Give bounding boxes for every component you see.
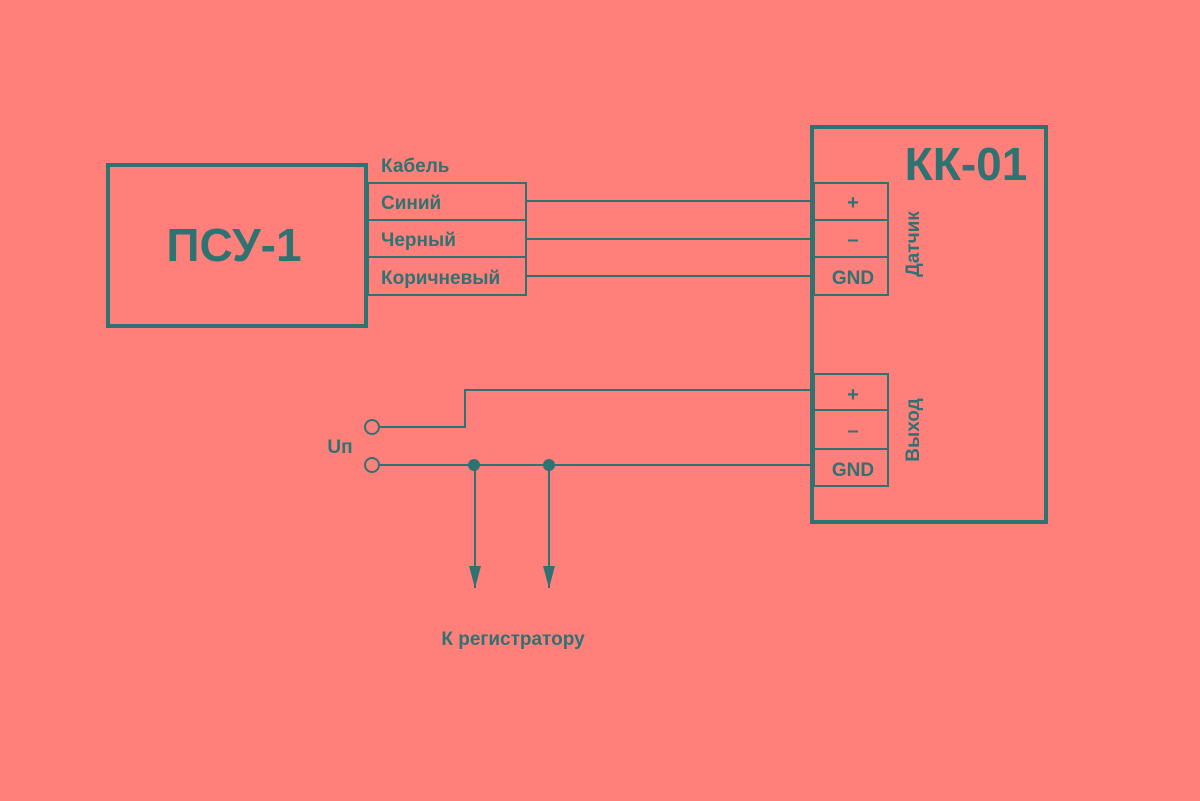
kk-block	[810, 125, 1048, 524]
wire-label-brown: Коричневый	[381, 268, 500, 289]
output-terminal-gnd: GND	[832, 460, 874, 481]
sensor-terminal-plus: +	[847, 192, 859, 214]
wire-label-blue: Синий	[381, 193, 441, 214]
output-terminal-minus: –	[847, 420, 858, 442]
sensor-terminal-gnd: GND	[832, 268, 874, 289]
kk-title: КК-01	[905, 138, 1028, 190]
output-group-label: Выход	[903, 398, 924, 461]
supply-terminal-minus	[364, 457, 380, 473]
wire-output-plus	[380, 389, 812, 428]
supply-label: Uп	[327, 437, 352, 458]
supply-terminal-plus	[364, 419, 380, 435]
psu-block	[106, 163, 368, 328]
sensor-terminal-minus: –	[847, 229, 858, 251]
output-terminal-plus: +	[847, 384, 859, 406]
wire-label-black: Черный	[381, 230, 456, 251]
psu-title: ПСУ-1	[166, 219, 301, 271]
output-terminal-block	[813, 373, 889, 487]
cable-label: Кабель	[381, 156, 449, 177]
sensor-group-label: Датчик	[903, 211, 924, 277]
recorder-label: К регистратору	[441, 629, 585, 650]
sensor-terminal-block	[813, 182, 889, 296]
